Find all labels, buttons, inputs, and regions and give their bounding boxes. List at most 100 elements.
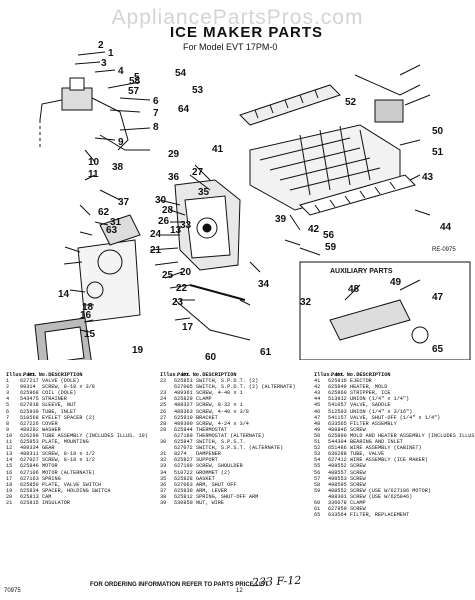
illus-no: 36 (160, 481, 167, 488)
part-no: 627072 (174, 445, 193, 452)
part-description: WIRE ASSEMBLY (ICE MAKER) (350, 457, 428, 464)
illus-no: 20 (6, 493, 13, 500)
illus-no: 56 (314, 469, 321, 476)
illus-no: 61 (314, 506, 321, 513)
part-no: 625834 (20, 487, 39, 494)
part-no: 627199 (174, 463, 193, 470)
part-no: 651486 (328, 445, 347, 452)
callout-38: 38 (112, 162, 124, 173)
illus-no: 50 (314, 432, 321, 439)
callout-21: 21 (150, 245, 162, 256)
part-no: 625816 (328, 378, 347, 385)
page-title: ICE MAKER PARTS (170, 24, 324, 41)
callout-47: 47 (432, 292, 444, 303)
part-no: 530850 (174, 499, 193, 506)
illus-no: 55 (314, 463, 321, 470)
part-no: 625846 (20, 463, 39, 470)
callout-25: 25 (162, 270, 174, 281)
part-description: THERMOSTAT (ALTERNATE) (196, 432, 265, 439)
part-description: CLAMP (196, 396, 212, 403)
part-no: 498595 (328, 481, 347, 488)
part-no: 625812 (174, 493, 193, 500)
ice-mold-drawing (249, 124, 401, 211)
part-no: 627163 (20, 475, 39, 482)
mounting-plate-drawing (77, 214, 141, 323)
part-no: 625827 (174, 457, 193, 464)
part-description: SWITCH, S.P.S.T. (196, 439, 246, 446)
callout-53: 53 (192, 85, 204, 96)
part-no: 541057 (328, 402, 347, 409)
callout-28: 28 (162, 205, 174, 216)
callout-2: 2 (98, 40, 104, 51)
illus-no: 23 (160, 390, 167, 397)
part-description: SCREW, SHOULDER (196, 463, 243, 470)
callout-29: 29 (168, 149, 180, 160)
handwritten-note: 233 F-12 (251, 573, 302, 590)
watermark: AppliancePartsPros.com (111, 6, 364, 29)
exploded-parts-diagram: 1 2 3 4 5 6 7 8 9 10 11 12 13 14 15 16 1… (34, 40, 471, 360)
illus-no: 38 (160, 493, 167, 500)
part-description: SWITCH, S.P.D.T. (2) (ALTERNATE) (196, 384, 296, 391)
part-no: 541157 (328, 414, 347, 421)
part-no: 627005 (174, 384, 193, 391)
part-description: INSULATOR (42, 499, 71, 506)
part-description: CAM (42, 493, 52, 500)
illus-no: 29 (160, 426, 167, 433)
illus-no: 13 (6, 451, 13, 458)
part-description: TUBE ASSEMBLY (INCLUDES ILLUS. 10) (42, 432, 148, 439)
illus-no: 5 (6, 402, 10, 409)
part-description: ARM, LEVER (196, 487, 228, 494)
part-description: SCREW (350, 481, 366, 488)
illus-no: 58 (314, 481, 321, 488)
part-no: 488557 (328, 469, 347, 476)
part-description: SCREW (USE W/627106 MOTOR) (350, 487, 431, 494)
ejector-drawing (239, 84, 341, 126)
illus-no: 21 (6, 499, 13, 506)
illus-no: 7 (6, 414, 10, 421)
part-description: SCREW (350, 463, 366, 470)
part-no: 488301 (328, 493, 347, 500)
callout-15: 15 (84, 329, 96, 340)
part-no: 488552 (328, 463, 347, 470)
part-no: 489292 (20, 426, 39, 433)
bearing-inlet-drawing (354, 74, 421, 123)
illus-no: 48 (314, 420, 321, 427)
illus-no: 49 (314, 426, 321, 433)
illus-no: 4 (6, 396, 10, 403)
callout-9: 9 (118, 137, 124, 148)
part-description: UNION (1/4" x 3/16") (350, 408, 413, 415)
illus-no: 19 (6, 487, 13, 494)
callout-65: 65 (432, 344, 444, 355)
illus-no: 60 (314, 499, 321, 506)
illus-no: 42 (314, 384, 321, 391)
callout-44: 44 (440, 222, 452, 233)
callout-56: 56 (323, 230, 335, 241)
part-no: 625813 (20, 493, 39, 500)
part-description: COVER (42, 420, 58, 427)
callout-49: 49 (390, 277, 402, 288)
part-description: EYELET SPACER (2) (42, 414, 95, 421)
auxiliary-parts-box (299, 261, 471, 360)
part-description: COIL (DOLE) (42, 390, 77, 397)
callout-42: 42 (308, 224, 320, 235)
callout-48: 48 (348, 284, 360, 295)
